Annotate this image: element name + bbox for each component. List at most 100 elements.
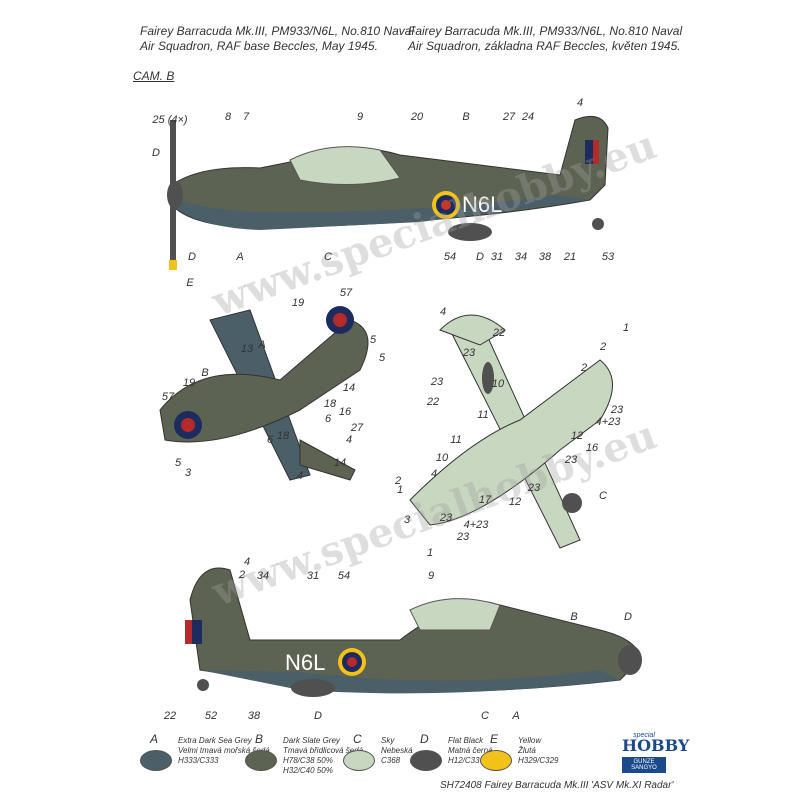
caption-czech: Fairey Barracuda Mk.III, PM933/N6L, No.8…: [408, 24, 682, 54]
color-swatch: [343, 750, 375, 771]
callout-label: 5: [369, 334, 377, 346]
callout-label: C: [481, 710, 489, 722]
caption-line: Air Squadron, RAF base Beccles, May 1945…: [140, 39, 378, 53]
callout-label: 2: [580, 362, 588, 374]
callout-label: 1: [396, 484, 404, 496]
legend-letter: C: [353, 732, 362, 746]
callout-label: A: [512, 710, 520, 722]
callout-label: 23: [456, 531, 470, 543]
legend-line: H333/C333: [178, 756, 219, 765]
callout-label: 31: [490, 251, 504, 263]
side-view-right: N6L: [185, 567, 642, 697]
callout-label: 18: [276, 430, 290, 442]
callout-label: 19: [291, 297, 305, 309]
callout-label: 9: [356, 111, 364, 123]
callout-label: 57: [339, 287, 353, 299]
callout-label: 1: [622, 322, 630, 334]
caption-line: Fairey Barracuda Mk.III, PM933/N6L, No.8…: [140, 24, 415, 38]
legend-line: C368: [381, 756, 401, 765]
callout-label: 18: [323, 398, 337, 410]
kit-title: SH72408 Fairey Barracuda Mk.III 'ASV Mk.…: [440, 780, 674, 791]
callout-label: 53: [601, 251, 615, 263]
callout-label: 1: [426, 547, 434, 559]
callout-label: C: [324, 251, 332, 263]
callout-label: 3: [184, 467, 192, 479]
callout-label: 17: [478, 494, 492, 506]
legend-line: H12/C33: [448, 756, 480, 765]
color-swatch: [410, 750, 442, 771]
callout-label: 25 (4×): [152, 114, 188, 126]
legend-line: H78/C38 50%: [283, 756, 333, 765]
callout-label: 24: [521, 111, 535, 123]
callout-label: 12: [508, 496, 522, 508]
callout-label: 13: [240, 343, 254, 355]
callout-label: 4: [243, 556, 251, 568]
callout-label: 6: [324, 413, 332, 425]
callout-label: B: [462, 111, 470, 123]
legend-letter: A: [150, 732, 159, 746]
legend-letter: B: [255, 732, 264, 746]
callout-label: 2: [238, 569, 246, 581]
aircraft-code: N6L: [285, 650, 325, 675]
callout-label: 38: [538, 251, 552, 263]
callout-label: 54: [443, 251, 457, 263]
legend-line: Sky: [381, 736, 395, 745]
callout-label: 21: [563, 251, 577, 263]
brand-name: HOBBY: [622, 736, 690, 755]
callout-label: 23: [564, 454, 578, 466]
callout-label: B: [201, 367, 209, 379]
legend-line: Velmi tmavá mořská šedá: [178, 746, 270, 755]
brand-tag: special: [633, 732, 655, 739]
callout-label: D: [314, 710, 322, 722]
callout-label: 4: [576, 97, 584, 109]
callout-label: 7: [242, 111, 250, 123]
callout-label: 23: [527, 482, 541, 494]
partner-logo: GUNZE SANGYO: [622, 757, 666, 773]
callout-label: 23: [462, 347, 476, 359]
callout-label: B: [570, 611, 578, 623]
callout-label: 19: [182, 377, 196, 389]
callout-label: 57: [161, 391, 175, 403]
callout-label: 8: [224, 111, 232, 123]
legend-line: Extra Dark Sea Grey: [178, 736, 252, 745]
brand-logo: special HOBBY GUNZE SANGYO: [622, 732, 690, 773]
callout-label: 22: [163, 710, 177, 722]
callout-label: D: [188, 251, 196, 263]
top-view: [159, 306, 369, 481]
bottom-view: [409, 314, 613, 549]
legend-line: H32/C40 50%: [283, 766, 333, 775]
callout-label: 20: [410, 111, 424, 123]
callout-label: 31: [306, 570, 320, 582]
callout-label: 4: [439, 306, 447, 318]
legend-line: Tmavá břidlicová šedá: [283, 746, 364, 755]
callout-label: 38: [247, 710, 261, 722]
callout-label: 10: [435, 452, 449, 464]
callout-label: 2: [599, 341, 607, 353]
callout-label: 4: [296, 470, 304, 482]
callout-label: 5: [174, 457, 182, 469]
legend-line: Nebeská: [381, 746, 413, 755]
legend-line: H329/C329: [518, 756, 559, 765]
callout-label: D: [624, 611, 632, 623]
callout-label: 11: [450, 434, 462, 446]
callout-label: 27: [350, 422, 364, 434]
callout-label: D: [152, 147, 160, 159]
callout-label: 22: [492, 327, 506, 339]
callout-label: A: [236, 251, 244, 263]
callout-label: 4+23: [595, 416, 621, 428]
scheme-label: CAM. B: [133, 69, 175, 83]
callout-label: D: [476, 251, 484, 263]
callout-label: 2: [394, 475, 402, 487]
callout-label: 9: [427, 570, 435, 582]
callout-label: 11: [477, 409, 489, 421]
legend-line: Yellow: [518, 736, 542, 745]
caption-line: Air Squadron, základna RAF Beccles, květ…: [408, 39, 681, 53]
callout-label: 12: [570, 430, 584, 442]
callout-label: 54: [337, 570, 351, 582]
